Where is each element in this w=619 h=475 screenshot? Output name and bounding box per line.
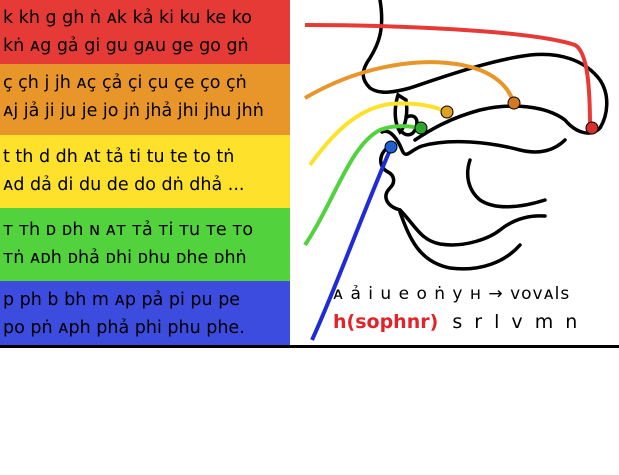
velar-point — [585, 121, 599, 135]
palatal-band: ç çh j jh ᴀç çả çi çu çe ço çṅ ᴀj jả ji … — [0, 64, 290, 135]
dental-line — [308, 101, 447, 167]
vowel-legend: ᴀ ả i u e o ṅ y ʜ → ᴠᴏᴠᴀls — [333, 284, 570, 304]
retroflex-band: ᴛ ᴛh ᴅ ᴅh ɴ ᴀᴛ ᴛả ᴛi ᴛu ᴛe ᴛo ᴛṅ ᴀᴅh ᴅhả… — [0, 208, 290, 281]
throat-outline — [398, 158, 547, 247]
mouth-diagram — [303, 0, 609, 341]
velar-line-2: kṅ ᴀg gả gi gu gᴀu ge go gṅ — [3, 36, 249, 56]
tongue-outline — [380, 129, 567, 156]
arrow-icon: → — [488, 284, 504, 304]
dental-line-2: ᴀd dả di du de do dṅ dhả ... — [3, 175, 245, 195]
velar-line-1: k kh g gh ṅ ᴀk kả ki ku ke ko — [3, 8, 252, 28]
palatal-point — [507, 96, 521, 110]
palatal-line-2: ᴀj jả ji ju je jo jṅ jhả jhi jhu jhṅ — [3, 101, 264, 121]
retroflex-line-1: ᴛ ᴛh ᴅ ᴅh ɴ ᴀᴛ ᴛả ᴛi ᴛu ᴛe ᴛo — [3, 220, 254, 240]
other-sounds-legend: h(sophnr) s r l v m n — [333, 311, 580, 333]
retroflex-point — [414, 121, 428, 135]
head-outline — [361, 0, 609, 142]
labial-band: p ph b bh m ᴀp pả pi pu pe po pṅ ᴀph phả… — [0, 281, 290, 345]
dental-band: t th d dh ᴀt tả ti tu te to tṅ ᴀd dả di … — [0, 135, 290, 208]
teeth-outline — [393, 92, 409, 135]
labial-line-2: po pṅ ᴀph phả phi phu phe. — [3, 318, 245, 338]
labial-line-1: p ph b bh m ᴀp pả pi pu pe — [3, 290, 241, 310]
retroflex-line-2: ᴛṅ ᴀᴅh ᴅhả ᴅhi ᴅhu ᴅhe ᴅhṅ — [3, 248, 247, 268]
dental-line-1: t th d dh ᴀt tả ti tu te to tṅ — [3, 147, 235, 167]
baseline-divider — [0, 345, 619, 348]
neck-outline — [398, 210, 522, 271]
labial-line — [310, 149, 392, 341]
vowel-label: ᴠᴏᴠᴀls — [510, 284, 571, 304]
dental-point — [440, 105, 454, 119]
h-sophnr-label: h(sophnr) — [333, 311, 439, 333]
lower-lip-outline — [379, 148, 402, 212]
velar-line — [304, 23, 592, 129]
palatal-line — [303, 60, 516, 105]
other-letters: s r l v m n — [452, 311, 581, 333]
retroflex-line — [303, 124, 421, 247]
vowel-letters: ᴀ ả i u e o ṅ y ʜ — [333, 284, 483, 304]
labial-point — [384, 140, 398, 154]
palatal-line-1: ç çh j jh ᴀç çả çi çu çe ço çṅ — [3, 73, 247, 93]
velar-band: k kh g gh ṅ ᴀk kả ki ku ke ko kṅ ᴀg gả g… — [0, 0, 290, 64]
